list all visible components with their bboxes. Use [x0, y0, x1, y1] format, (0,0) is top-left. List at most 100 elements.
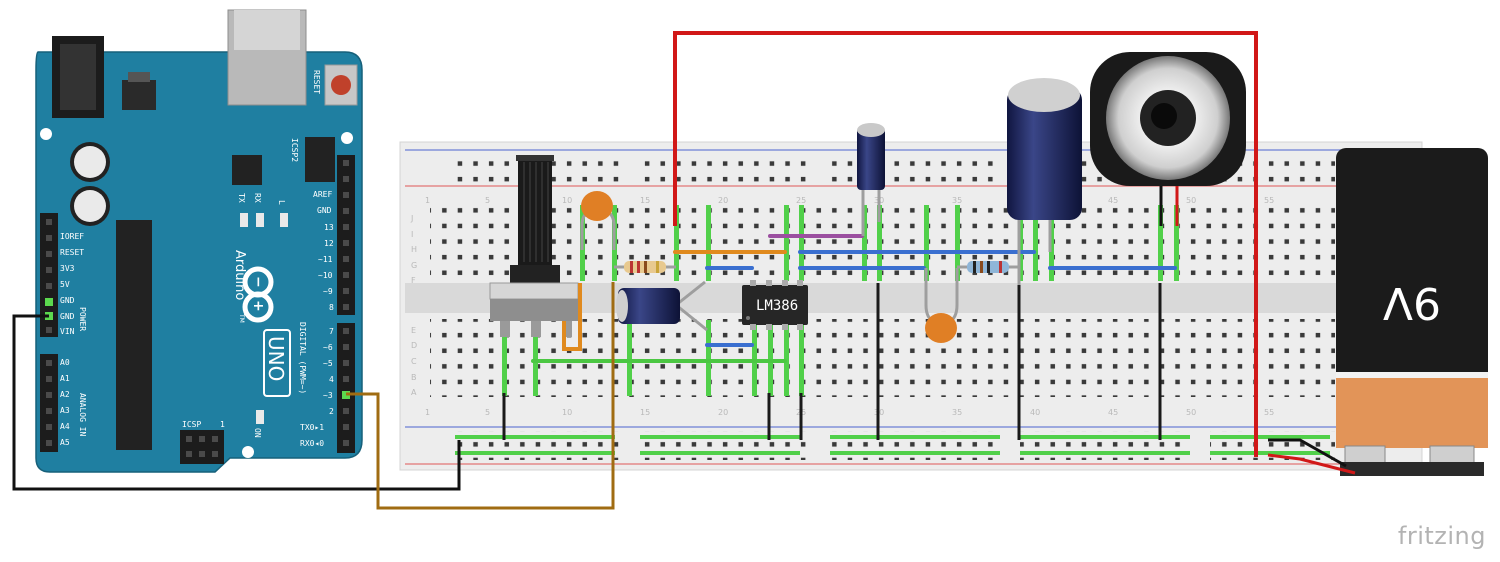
lm386-chip: LM386 [742, 280, 808, 330]
arduino-uno-board: RESET ICSP2 AREF GND 13 12 ~11 ~10 ~9 8 [35, 9, 363, 473]
svg-text:H: H [411, 245, 417, 254]
mount-hole [242, 446, 254, 458]
svg-text:G: G [411, 261, 417, 270]
row-letters-bottom: E D C B A [411, 326, 417, 397]
svg-text:55: 55 [1264, 196, 1274, 205]
battery-black-lead [1268, 438, 1347, 468]
trademark-label: TM [238, 313, 245, 323]
svg-text:40: 40 [1030, 408, 1040, 417]
svg-text:A1: A1 [60, 374, 70, 383]
icsp-pin-one-label: 1 [220, 420, 225, 429]
svg-text:I: I [411, 230, 413, 239]
svg-text:20: 20 [718, 196, 728, 205]
svg-text:~6: ~6 [323, 343, 333, 352]
usb-chip [232, 155, 262, 185]
on-led [256, 410, 264, 424]
svg-text:25: 25 [796, 196, 806, 205]
model-label: UNO [264, 336, 288, 381]
digital-pin-labels-bottom: 7 ~6 ~5 4 ~3 2 TX0▸1 RX0◂0 [300, 327, 334, 448]
svg-text:A3: A3 [60, 406, 70, 415]
row-letters-top: J I H G F [410, 214, 417, 285]
potentiometer [489, 155, 579, 337]
signal-wire-pin3 [346, 282, 615, 510]
icsp2-label: ICSP2 [290, 138, 299, 162]
svg-text:D: D [411, 341, 417, 350]
svg-text:55: 55 [1264, 408, 1274, 417]
svg-text:~3: ~3 [323, 391, 333, 400]
svg-text:1: 1 [425, 408, 430, 417]
svg-text:B: B [411, 373, 417, 382]
l-led [280, 213, 288, 227]
svg-text:A: A [411, 388, 417, 397]
svg-text:5: 5 [485, 196, 490, 205]
svg-text:12: 12 [324, 239, 334, 248]
svg-text:A5: A5 [60, 438, 70, 447]
digital-label: DIGITAL (PWM=~) [298, 322, 307, 394]
svg-text:A0: A0 [60, 358, 70, 367]
electrolytic-capacitor [857, 123, 885, 236]
ceramic-capacitor [580, 191, 616, 250]
fritzing-logo: fritzing [1397, 522, 1486, 550]
svg-text:50: 50 [1186, 196, 1196, 205]
svg-text:20: 20 [718, 408, 728, 417]
svg-text:~11: ~11 [318, 255, 333, 264]
svg-text:RESET: RESET [60, 248, 84, 257]
svg-text:5: 5 [485, 408, 490, 417]
board-capacitor [74, 146, 106, 178]
svg-text:F: F [411, 276, 416, 285]
battery-9v: 9V [1336, 148, 1488, 476]
on-label: ON [253, 428, 262, 438]
svg-text:10: 10 [562, 196, 572, 205]
icsp-label: ICSP [182, 420, 201, 429]
svg-text:GND: GND [60, 296, 75, 305]
icsp2-header [305, 137, 335, 182]
power-label: POWER [78, 307, 87, 331]
svg-text:13: 13 [324, 223, 334, 232]
svg-text:35: 35 [952, 196, 962, 205]
svg-text:3V3: 3V3 [60, 264, 75, 273]
red-supply-wire [673, 31, 1258, 457]
ceramic-capacitor [924, 268, 959, 343]
svg-text:~10: ~10 [318, 271, 333, 280]
svg-text:A4: A4 [60, 422, 70, 431]
battery-red-lead [1267, 453, 1356, 475]
svg-text:7: 7 [329, 327, 334, 336]
power-pin-labels: IOREF RESET 3V3 5V GND GND VIN [60, 232, 84, 336]
svg-text:10: 10 [562, 408, 572, 417]
svg-text:8: 8 [329, 303, 334, 312]
svg-text:TX0▸1: TX0▸1 [300, 423, 324, 432]
mount-hole [341, 132, 353, 144]
svg-text:2: 2 [329, 407, 334, 416]
microcontroller-chip [116, 220, 152, 450]
svg-text:IOREF: IOREF [60, 232, 84, 241]
svg-text:~5: ~5 [323, 359, 333, 368]
gnd-pin-connected [45, 298, 53, 306]
svg-text:A2: A2 [60, 390, 70, 399]
external-wires [12, 31, 1356, 510]
voltage-regulator [122, 80, 156, 110]
svg-text:J: J [410, 214, 413, 223]
speaker [1090, 52, 1246, 226]
svg-text:50: 50 [1186, 408, 1196, 417]
l-label: L [277, 200, 286, 205]
digital-header-bottom [337, 323, 355, 453]
svg-text:5V: 5V [60, 280, 70, 289]
svg-text:4: 4 [329, 375, 334, 384]
brand-label: Arduino [232, 250, 247, 300]
arduino-logo: − + Arduino TM [232, 250, 274, 323]
power-header [40, 213, 58, 337]
svg-text:−: − [250, 276, 266, 288]
mount-hole [40, 128, 52, 140]
svg-text:45: 45 [1108, 196, 1118, 205]
svg-text:C: C [411, 357, 417, 366]
board-capacitor [74, 190, 106, 222]
pot-wiper-wire [562, 283, 582, 351]
electrolytic-capacitor [616, 280, 708, 332]
svg-text:RX0◂0: RX0◂0 [300, 439, 324, 448]
chip-label: LM386 [756, 298, 798, 314]
digital-header-top [337, 155, 355, 315]
svg-text:1: 1 [425, 196, 430, 205]
svg-text:GND: GND [60, 312, 75, 321]
svg-text:VIN: VIN [60, 327, 75, 336]
